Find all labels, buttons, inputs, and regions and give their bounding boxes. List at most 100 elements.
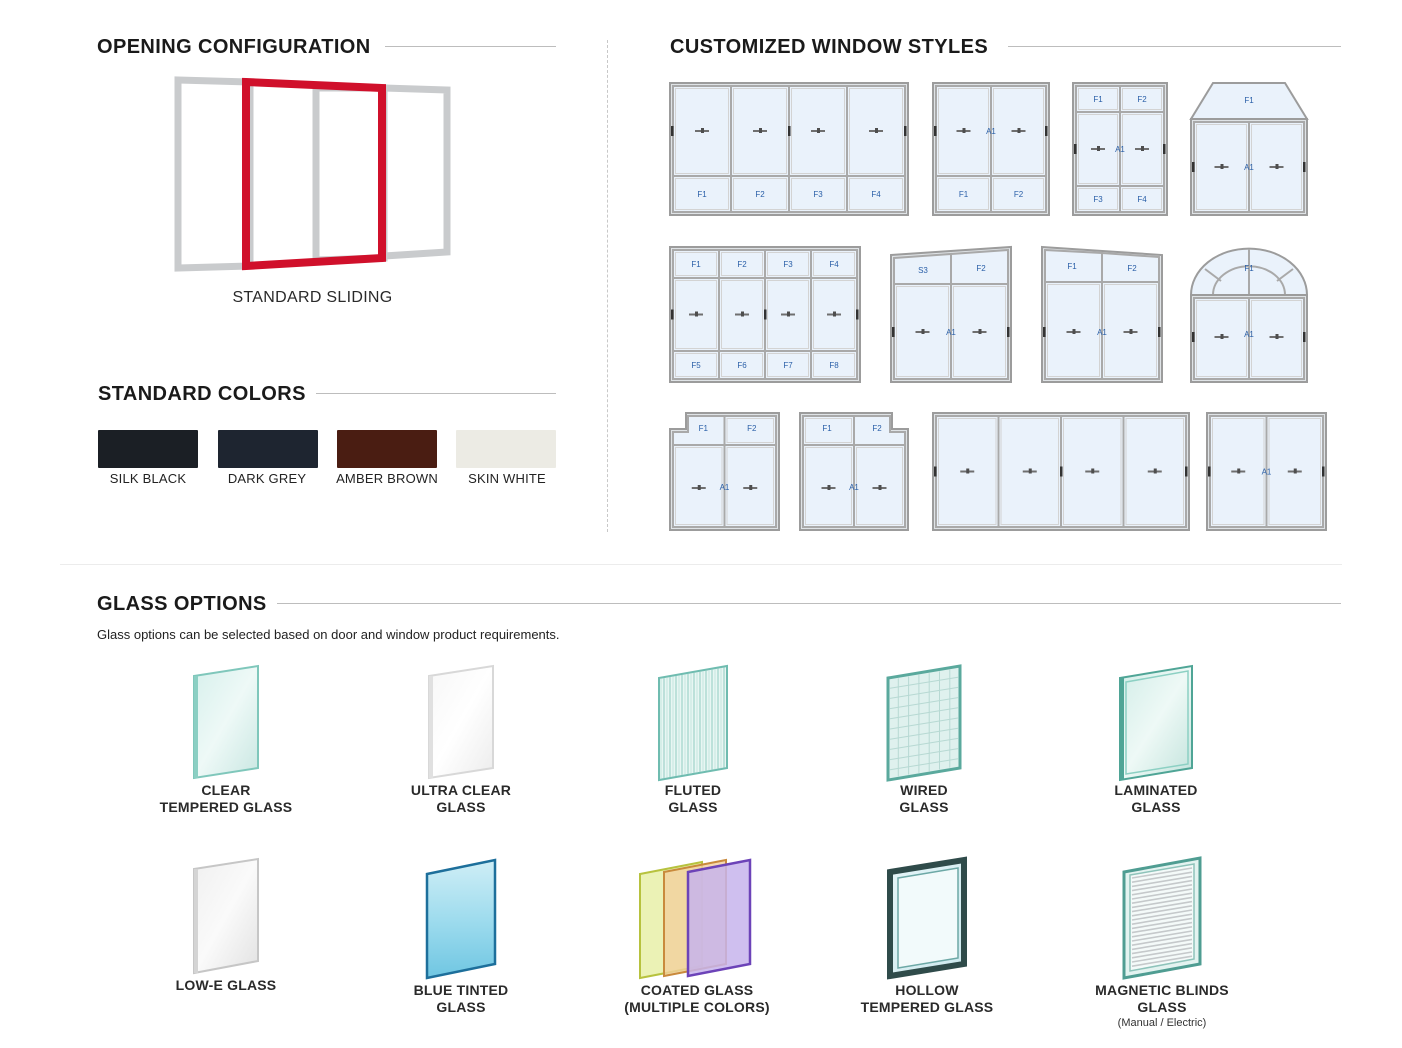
color-label: DARK GREY	[227, 471, 307, 486]
window-style-4-sash-tall[interactable]	[932, 412, 1190, 531]
blue-tinted-glass-icon	[425, 858, 497, 980]
handle-icon	[1269, 334, 1284, 339]
pane-label: A1	[1262, 468, 1272, 477]
handle-icon	[869, 128, 883, 133]
glass-option-laminated[interactable]: LAMINATED GLASS	[1056, 664, 1256, 816]
pane-label: S3	[918, 266, 928, 275]
pane-label: F1	[699, 424, 709, 433]
handle-icon	[1269, 164, 1284, 169]
pane-label: F1	[697, 190, 707, 199]
glass-option-coated[interactable]: COATED GLASS (MULTIPLE COLORS)	[597, 858, 797, 1016]
glass-option-wired[interactable]: WIRED GLASS	[824, 664, 1024, 816]
pane-label: A1	[946, 328, 956, 337]
color-swatch-dark-grey[interactable]	[218, 430, 318, 468]
pane-label: F6	[737, 361, 747, 370]
clear-glass-icon	[193, 664, 259, 780]
handle-icon	[695, 128, 709, 133]
glass-options-description: Glass options can be selected based on d…	[97, 627, 560, 642]
handle-icon	[1123, 329, 1138, 334]
pane-label: F2	[872, 424, 882, 433]
handle-icon	[960, 468, 975, 474]
handle-icon	[735, 311, 749, 317]
pane-label: F2	[755, 190, 765, 199]
pane-label: F2	[1014, 190, 1024, 199]
pane-label: F4	[1137, 195, 1147, 204]
title-rule	[316, 393, 556, 394]
standard-sliding-label: STANDARD SLIDING	[232, 289, 393, 306]
color-swatch-silk-black[interactable]	[98, 430, 198, 468]
handle-icon	[1287, 468, 1302, 474]
glass-name: WIRED GLASS	[899, 782, 949, 815]
handle-icon	[811, 128, 825, 133]
handle-icon	[753, 128, 767, 133]
pane-label: F3	[1093, 195, 1103, 204]
pane-label: A1	[1244, 330, 1254, 339]
pane-label: F5	[691, 361, 701, 370]
pane-label: F3	[783, 260, 793, 269]
glass-options-title: GLASS OPTIONS	[97, 593, 267, 615]
handle-icon	[1214, 334, 1229, 339]
magnetic-blinds-glass-icon	[1122, 856, 1202, 980]
glass-name: BLUE TINTED GLASS	[413, 982, 509, 1015]
glass-option-magnetic-blinds[interactable]: MAGNETIC BLINDS GLASS (Manual / Electric…	[1062, 856, 1262, 1030]
pane-label: F3	[813, 190, 823, 199]
pane-label: A1	[720, 483, 730, 492]
glass-name: LOW-E GLASS	[175, 977, 277, 993]
pane-label: F8	[829, 361, 839, 370]
laminated-glass-icon	[1119, 664, 1193, 782]
glass-option-low-e[interactable]: LOW-E GLASS	[126, 857, 326, 994]
glass-name: MAGNETIC BLINDS GLASS	[1095, 982, 1229, 1015]
opening-configuration-title: OPENING CONFIGURATION	[97, 36, 371, 58]
pane-label: A1	[1244, 163, 1254, 172]
handle-icon	[1011, 128, 1026, 133]
handle-icon	[1066, 329, 1081, 334]
glass-option-hollow-tempered[interactable]: HOLLOW TEMPERED GLASS	[827, 856, 1027, 1016]
pane-label: F1	[1244, 96, 1254, 105]
pane-label: F2	[737, 260, 747, 269]
glass-subtitle: (Manual / Electric)	[1117, 1017, 1207, 1029]
handle-icon	[689, 311, 703, 317]
glass-option-blue-tinted[interactable]: BLUE TINTED GLASS	[361, 858, 561, 1016]
coated-glass-icon	[639, 858, 752, 980]
pane-label: F1	[959, 190, 969, 199]
pane-label: F4	[829, 260, 839, 269]
window-style-2-sash-tall[interactable]: A1	[1206, 412, 1327, 531]
pane-label: F1	[1244, 264, 1254, 273]
handle-icon	[1147, 468, 1162, 474]
title-rule	[385, 46, 556, 47]
pane-label: F2	[1127, 264, 1137, 273]
fluted-glass-icon	[658, 664, 728, 782]
pane-label: F1	[822, 424, 832, 433]
glass-option-clear-tempered[interactable]: CLEAR TEMPERED GLASS	[126, 664, 326, 816]
glass-option-fluted[interactable]: FLUTED GLASS	[593, 664, 793, 816]
handle-icon	[1135, 146, 1149, 151]
color-label: SKIN WHITE	[468, 471, 546, 486]
handle-icon	[1022, 468, 1037, 474]
pane-label: F2	[747, 424, 757, 433]
color-label: AMBER BROWN	[336, 471, 438, 486]
column-divider	[607, 40, 608, 532]
pane-label: F2	[1137, 95, 1147, 104]
glass-option-ultra-clear[interactable]: ULTRA CLEAR GLASS	[361, 664, 561, 816]
handle-icon	[1231, 468, 1246, 474]
pane-label: F1	[1093, 95, 1103, 104]
color-swatch-skin-white[interactable]	[456, 430, 556, 468]
pane-label: F2	[976, 264, 986, 273]
glass-name: CLEAR TEMPERED GLASS	[159, 782, 293, 815]
pane-label: A1	[849, 483, 859, 492]
handle-icon	[1214, 164, 1229, 169]
color-swatch-amber-brown[interactable]	[337, 430, 437, 468]
section-separator	[60, 564, 1342, 565]
title-rule	[277, 603, 1341, 604]
